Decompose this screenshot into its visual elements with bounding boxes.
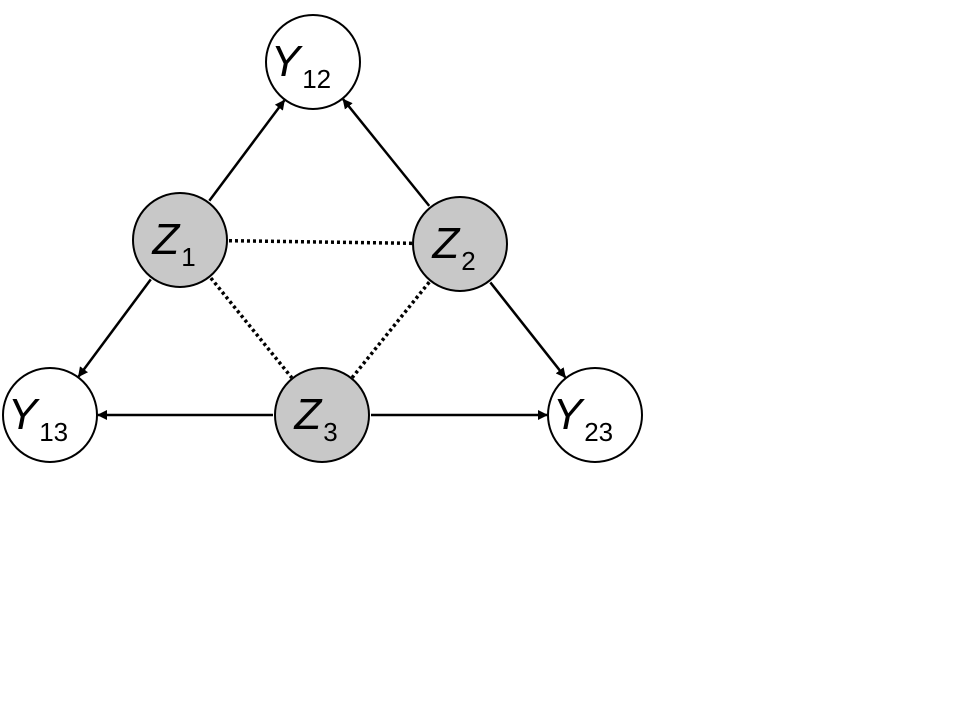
node-z1: Z1 <box>132 192 228 288</box>
node-label-subscript: 12 <box>302 64 331 94</box>
node-label-subscript: 23 <box>584 417 613 447</box>
node-label-y12: Y12 <box>271 37 331 94</box>
node-label-main: Y <box>553 390 585 439</box>
node-label-subscript: 2 <box>461 246 475 276</box>
node-y13: Y13 <box>2 367 98 463</box>
node-label-z2: Z2 <box>431 219 475 276</box>
arrow-edge-z2-y23 <box>489 281 567 379</box>
node-z3: Z3 <box>274 367 370 463</box>
node-z2: Z2 <box>412 196 508 292</box>
dotted-edge-z1-z2 <box>228 238 413 246</box>
node-circle-z1 <box>132 192 228 288</box>
dotted-edge-z2-z3 <box>350 281 431 379</box>
node-label-main: Y <box>271 37 303 86</box>
node-y23: Y23 <box>547 367 643 463</box>
node-label-main: Z <box>293 390 323 439</box>
node-label-y23: Y23 <box>553 390 613 447</box>
node-label-subscript: 3 <box>323 417 337 447</box>
node-label-main: Y <box>8 390 40 439</box>
node-label-subscript: 13 <box>39 417 68 447</box>
node-y12: Y12 <box>265 14 361 110</box>
node-label-z3: Z3 <box>293 390 337 447</box>
arrow-edge-z2-y12 <box>342 98 431 207</box>
node-circle-y23 <box>547 367 643 463</box>
node-label-subscript: 1 <box>181 242 195 272</box>
edges-layer <box>77 98 567 420</box>
node-circle-y12 <box>265 14 361 110</box>
arrow-edge-z1-y13 <box>77 278 152 378</box>
node-label-y13: Y13 <box>8 390 68 447</box>
node-label-main: Z <box>431 219 461 268</box>
node-circle-y13 <box>2 367 98 463</box>
arrow-edge-z1-y12 <box>208 99 286 202</box>
node-circle-z3 <box>274 367 370 463</box>
node-label-z1: Z1 <box>151 215 195 272</box>
node-label-main: Z <box>151 215 181 264</box>
dotted-edge-z1-z3 <box>209 276 294 379</box>
node-circle-z2 <box>412 196 508 292</box>
